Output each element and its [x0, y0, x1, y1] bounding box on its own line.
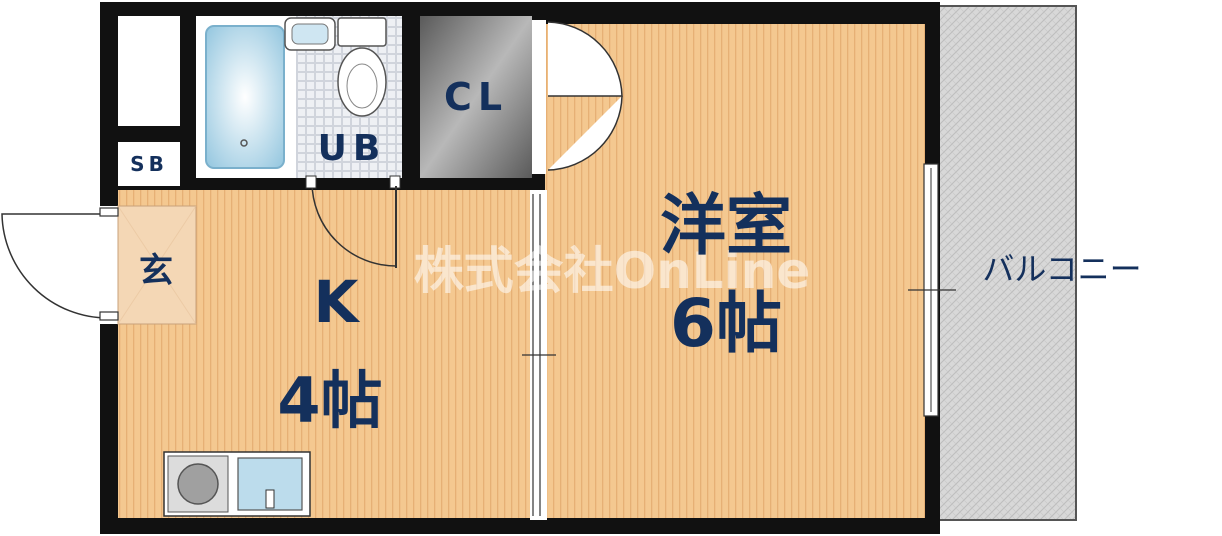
closet	[420, 16, 532, 178]
entrance-label: 玄	[139, 251, 173, 291]
entrance-door-swing	[1, 213, 109, 319]
western-room-size: 6帖	[670, 285, 782, 362]
kitchen-size: 4帖	[277, 364, 382, 437]
western-room-floor	[545, 24, 925, 518]
unit-bath-label: UB	[318, 128, 387, 169]
closet-doors	[532, 20, 623, 174]
kitchen-name: K	[314, 268, 361, 336]
shoe-box	[118, 142, 180, 186]
toilet-bowl	[337, 47, 387, 117]
kitchen-counter	[163, 451, 311, 517]
watermark: 株式会社OnLine	[414, 242, 811, 300]
balcony-window	[908, 163, 956, 417]
bathtub	[205, 25, 285, 169]
balcony-label: バルコニー	[982, 250, 1141, 288]
toilet-tank	[337, 17, 387, 47]
unit-bath	[196, 16, 402, 178]
entrance	[0, 205, 197, 325]
bath-door-swing	[311, 181, 397, 267]
western-room-name: 洋室	[660, 187, 792, 264]
storage-area	[118, 16, 180, 126]
closet-label: CL	[444, 75, 508, 119]
shoe-box-label: SB	[130, 152, 168, 176]
